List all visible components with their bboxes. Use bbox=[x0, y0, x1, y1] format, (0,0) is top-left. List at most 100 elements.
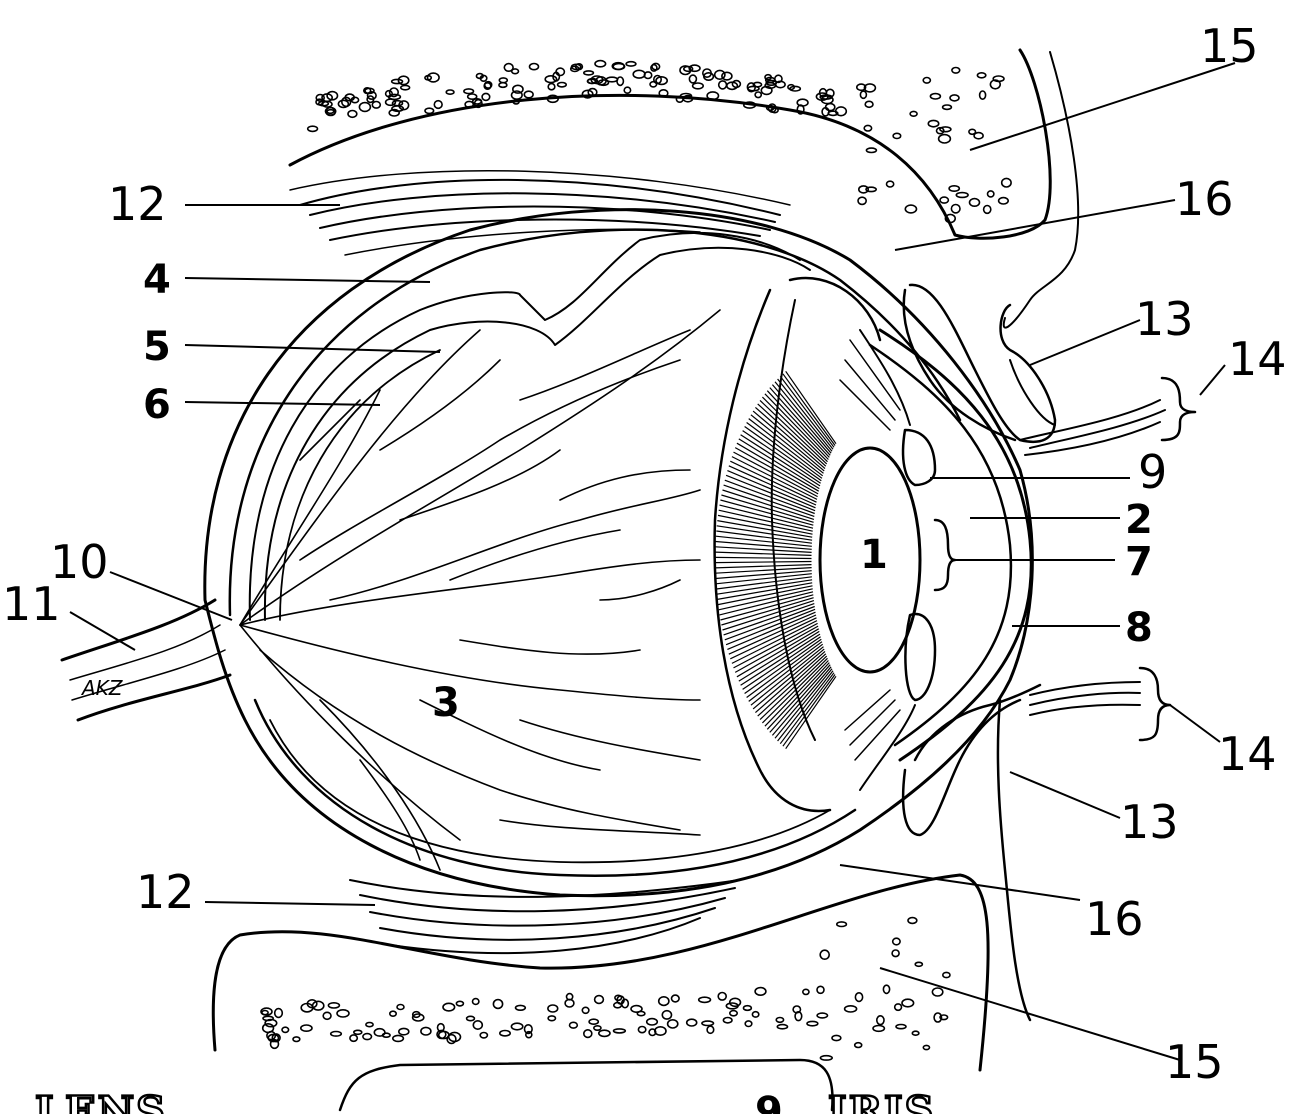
bone-pore bbox=[858, 197, 866, 204]
bone-pore bbox=[915, 962, 922, 966]
bone-pore bbox=[393, 1035, 404, 1041]
bone-pore bbox=[401, 85, 410, 89]
bone-pore bbox=[595, 61, 606, 67]
label-5: 5 bbox=[143, 324, 171, 370]
bone-pore bbox=[702, 1021, 714, 1025]
ciliary-striation bbox=[715, 552, 811, 555]
bone-pore bbox=[262, 1011, 268, 1015]
bone-pore bbox=[887, 181, 894, 187]
bone-pore bbox=[693, 83, 704, 89]
bone-pore bbox=[530, 64, 539, 70]
bone-pore bbox=[940, 197, 948, 203]
bone-pore bbox=[348, 111, 357, 118]
bone-pore bbox=[399, 1028, 409, 1034]
label-16-bottom: 16 bbox=[1085, 892, 1144, 946]
caption-iris-number: 9 bbox=[755, 1089, 783, 1114]
bone-pore bbox=[895, 1004, 902, 1010]
bone-pore bbox=[390, 88, 399, 97]
bone-pore bbox=[613, 64, 624, 70]
bone-pore bbox=[970, 199, 980, 207]
ciliary-striation bbox=[725, 480, 815, 513]
bone-pore bbox=[883, 985, 889, 993]
ciliary-striation bbox=[745, 639, 822, 693]
bone-pore bbox=[647, 1019, 658, 1025]
bone-pore bbox=[516, 1005, 526, 1010]
bone-pore bbox=[873, 1026, 884, 1032]
bone-pore bbox=[826, 104, 835, 111]
bone-pore bbox=[672, 995, 680, 1002]
captions: LENS 9 IRIS bbox=[35, 1088, 936, 1114]
bone-pore bbox=[638, 1027, 645, 1033]
bone-pore bbox=[902, 999, 914, 1007]
bone-pore bbox=[659, 997, 669, 1006]
bone-pore bbox=[614, 1003, 622, 1008]
bone-pore bbox=[464, 89, 474, 94]
label-8: 8 bbox=[1125, 605, 1153, 651]
bone-pore bbox=[930, 94, 940, 99]
bone-pore bbox=[631, 1006, 642, 1013]
bone-pore bbox=[943, 972, 950, 977]
bone-pore bbox=[969, 129, 976, 134]
bone-pore bbox=[893, 938, 900, 945]
bone-pore bbox=[977, 73, 985, 78]
bone-pore bbox=[390, 1011, 396, 1016]
label-13-bottom: 13 bbox=[1120, 795, 1179, 849]
bone-pore bbox=[316, 95, 324, 102]
bone-pore bbox=[949, 186, 959, 191]
bone-pore bbox=[820, 1056, 832, 1060]
bone-pore bbox=[499, 83, 507, 88]
bone-pore bbox=[513, 85, 523, 93]
bone-pore bbox=[558, 83, 567, 87]
bone-pore bbox=[864, 125, 871, 131]
bone-pore bbox=[999, 198, 1009, 204]
bone-pore bbox=[359, 103, 370, 112]
bone-pore bbox=[500, 1031, 510, 1036]
bone-pore bbox=[293, 1037, 300, 1042]
bone-pore bbox=[624, 87, 630, 93]
bone-pore bbox=[482, 93, 490, 100]
bone-pore bbox=[855, 1043, 862, 1048]
label-1: 1 bbox=[860, 532, 888, 578]
bone-pore bbox=[943, 105, 952, 109]
label-15-top: 15 bbox=[1200, 19, 1259, 73]
bone-pore bbox=[614, 1029, 626, 1033]
bone-pore bbox=[855, 993, 862, 1002]
bone-pore bbox=[386, 99, 396, 105]
label-14-bottom: 14 bbox=[1218, 727, 1277, 781]
bone-pore bbox=[845, 1006, 857, 1012]
superior-rectus-muscle bbox=[290, 171, 790, 255]
ciliary-striation bbox=[717, 521, 812, 538]
bone-pore bbox=[939, 135, 951, 143]
bone-pore bbox=[1002, 178, 1011, 187]
bone-pore bbox=[354, 1030, 362, 1034]
bone-pore bbox=[397, 1005, 404, 1010]
bone-pore bbox=[545, 76, 556, 83]
label-3: 3 bbox=[432, 680, 460, 726]
bone-pore bbox=[988, 191, 994, 197]
ciliary-striation bbox=[715, 562, 812, 563]
bone-pore bbox=[743, 1006, 751, 1011]
label-6: 6 bbox=[143, 382, 171, 428]
bone-pore bbox=[654, 76, 661, 84]
bone-pore bbox=[425, 108, 434, 113]
bone-pore bbox=[950, 95, 959, 101]
bone-pore bbox=[807, 1021, 818, 1025]
bone-pore bbox=[755, 988, 766, 996]
bone-pore bbox=[908, 918, 917, 924]
bone-pore bbox=[722, 72, 732, 80]
bone-pore bbox=[905, 205, 916, 213]
label-2: 2 bbox=[1125, 497, 1153, 543]
bone-pore bbox=[777, 1025, 787, 1029]
label-15-bottom: 15 bbox=[1165, 1035, 1224, 1089]
bone-pore bbox=[328, 1003, 339, 1008]
bone-pore bbox=[715, 70, 725, 79]
bone-pore bbox=[910, 111, 917, 116]
bone-pore bbox=[896, 1025, 906, 1029]
bone-pore bbox=[655, 1027, 666, 1035]
bone-pore bbox=[956, 193, 968, 198]
bone-pore bbox=[443, 1003, 455, 1011]
bone-pore bbox=[337, 1010, 349, 1017]
bone-pore bbox=[699, 997, 711, 1002]
ciliary-striation bbox=[715, 565, 811, 568]
bone-pore bbox=[275, 1009, 283, 1018]
